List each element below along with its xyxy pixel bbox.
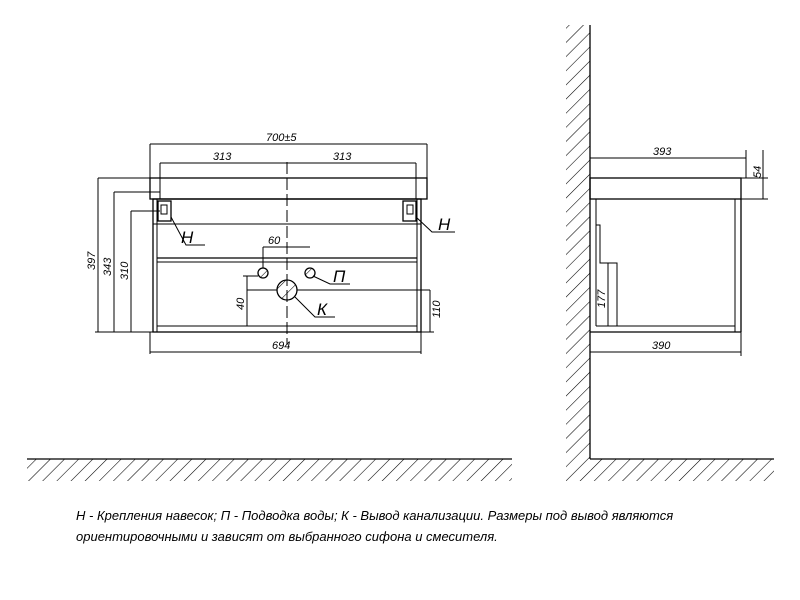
dim-bottom-width: 694 [272, 340, 290, 352]
caption: Н - Крепления навесок; П - Подводка воды… [76, 505, 776, 547]
caption-line-2: ориентировочными и зависят от выбранного… [76, 529, 498, 544]
dim-height-inner: 310 [119, 261, 131, 280]
dim-half-left: 313 [213, 151, 232, 163]
drain-outlet [276, 279, 298, 301]
dim-hole-spacing: 60 [268, 235, 281, 247]
label-water: П [333, 267, 346, 286]
side-countertop [589, 177, 742, 200]
dim-drain-height: 40 [235, 297, 247, 310]
mount-bracket-right [402, 200, 417, 222]
countertop [149, 177, 428, 200]
dim-side-height: 110 [431, 300, 443, 318]
dim-overall-width: 700±5 [266, 132, 297, 144]
label-mount-left: Н [181, 228, 194, 247]
caption-line-1: Н - Крепления навесок; П - Подводка воды… [76, 508, 674, 523]
floor-right [566, 458, 774, 481]
wall [566, 25, 591, 459]
label-mount-right: Н [438, 215, 451, 234]
water-inlet-left [257, 267, 269, 279]
front-view [27, 143, 512, 481]
side-view [566, 25, 774, 481]
dim-bottom-depth: 390 [652, 340, 671, 352]
dim-height-mid: 343 [102, 257, 114, 276]
dim-half-right: 313 [333, 151, 352, 163]
label-drain: К [317, 300, 328, 319]
floor-left [27, 458, 512, 481]
dim-height-total: 397 [86, 251, 98, 270]
dim-top-thickness: 54 [752, 166, 764, 178]
dim-top-depth: 393 [653, 146, 672, 158]
water-inlet-right [304, 267, 316, 279]
dim-cutout-height: 177 [596, 289, 608, 308]
